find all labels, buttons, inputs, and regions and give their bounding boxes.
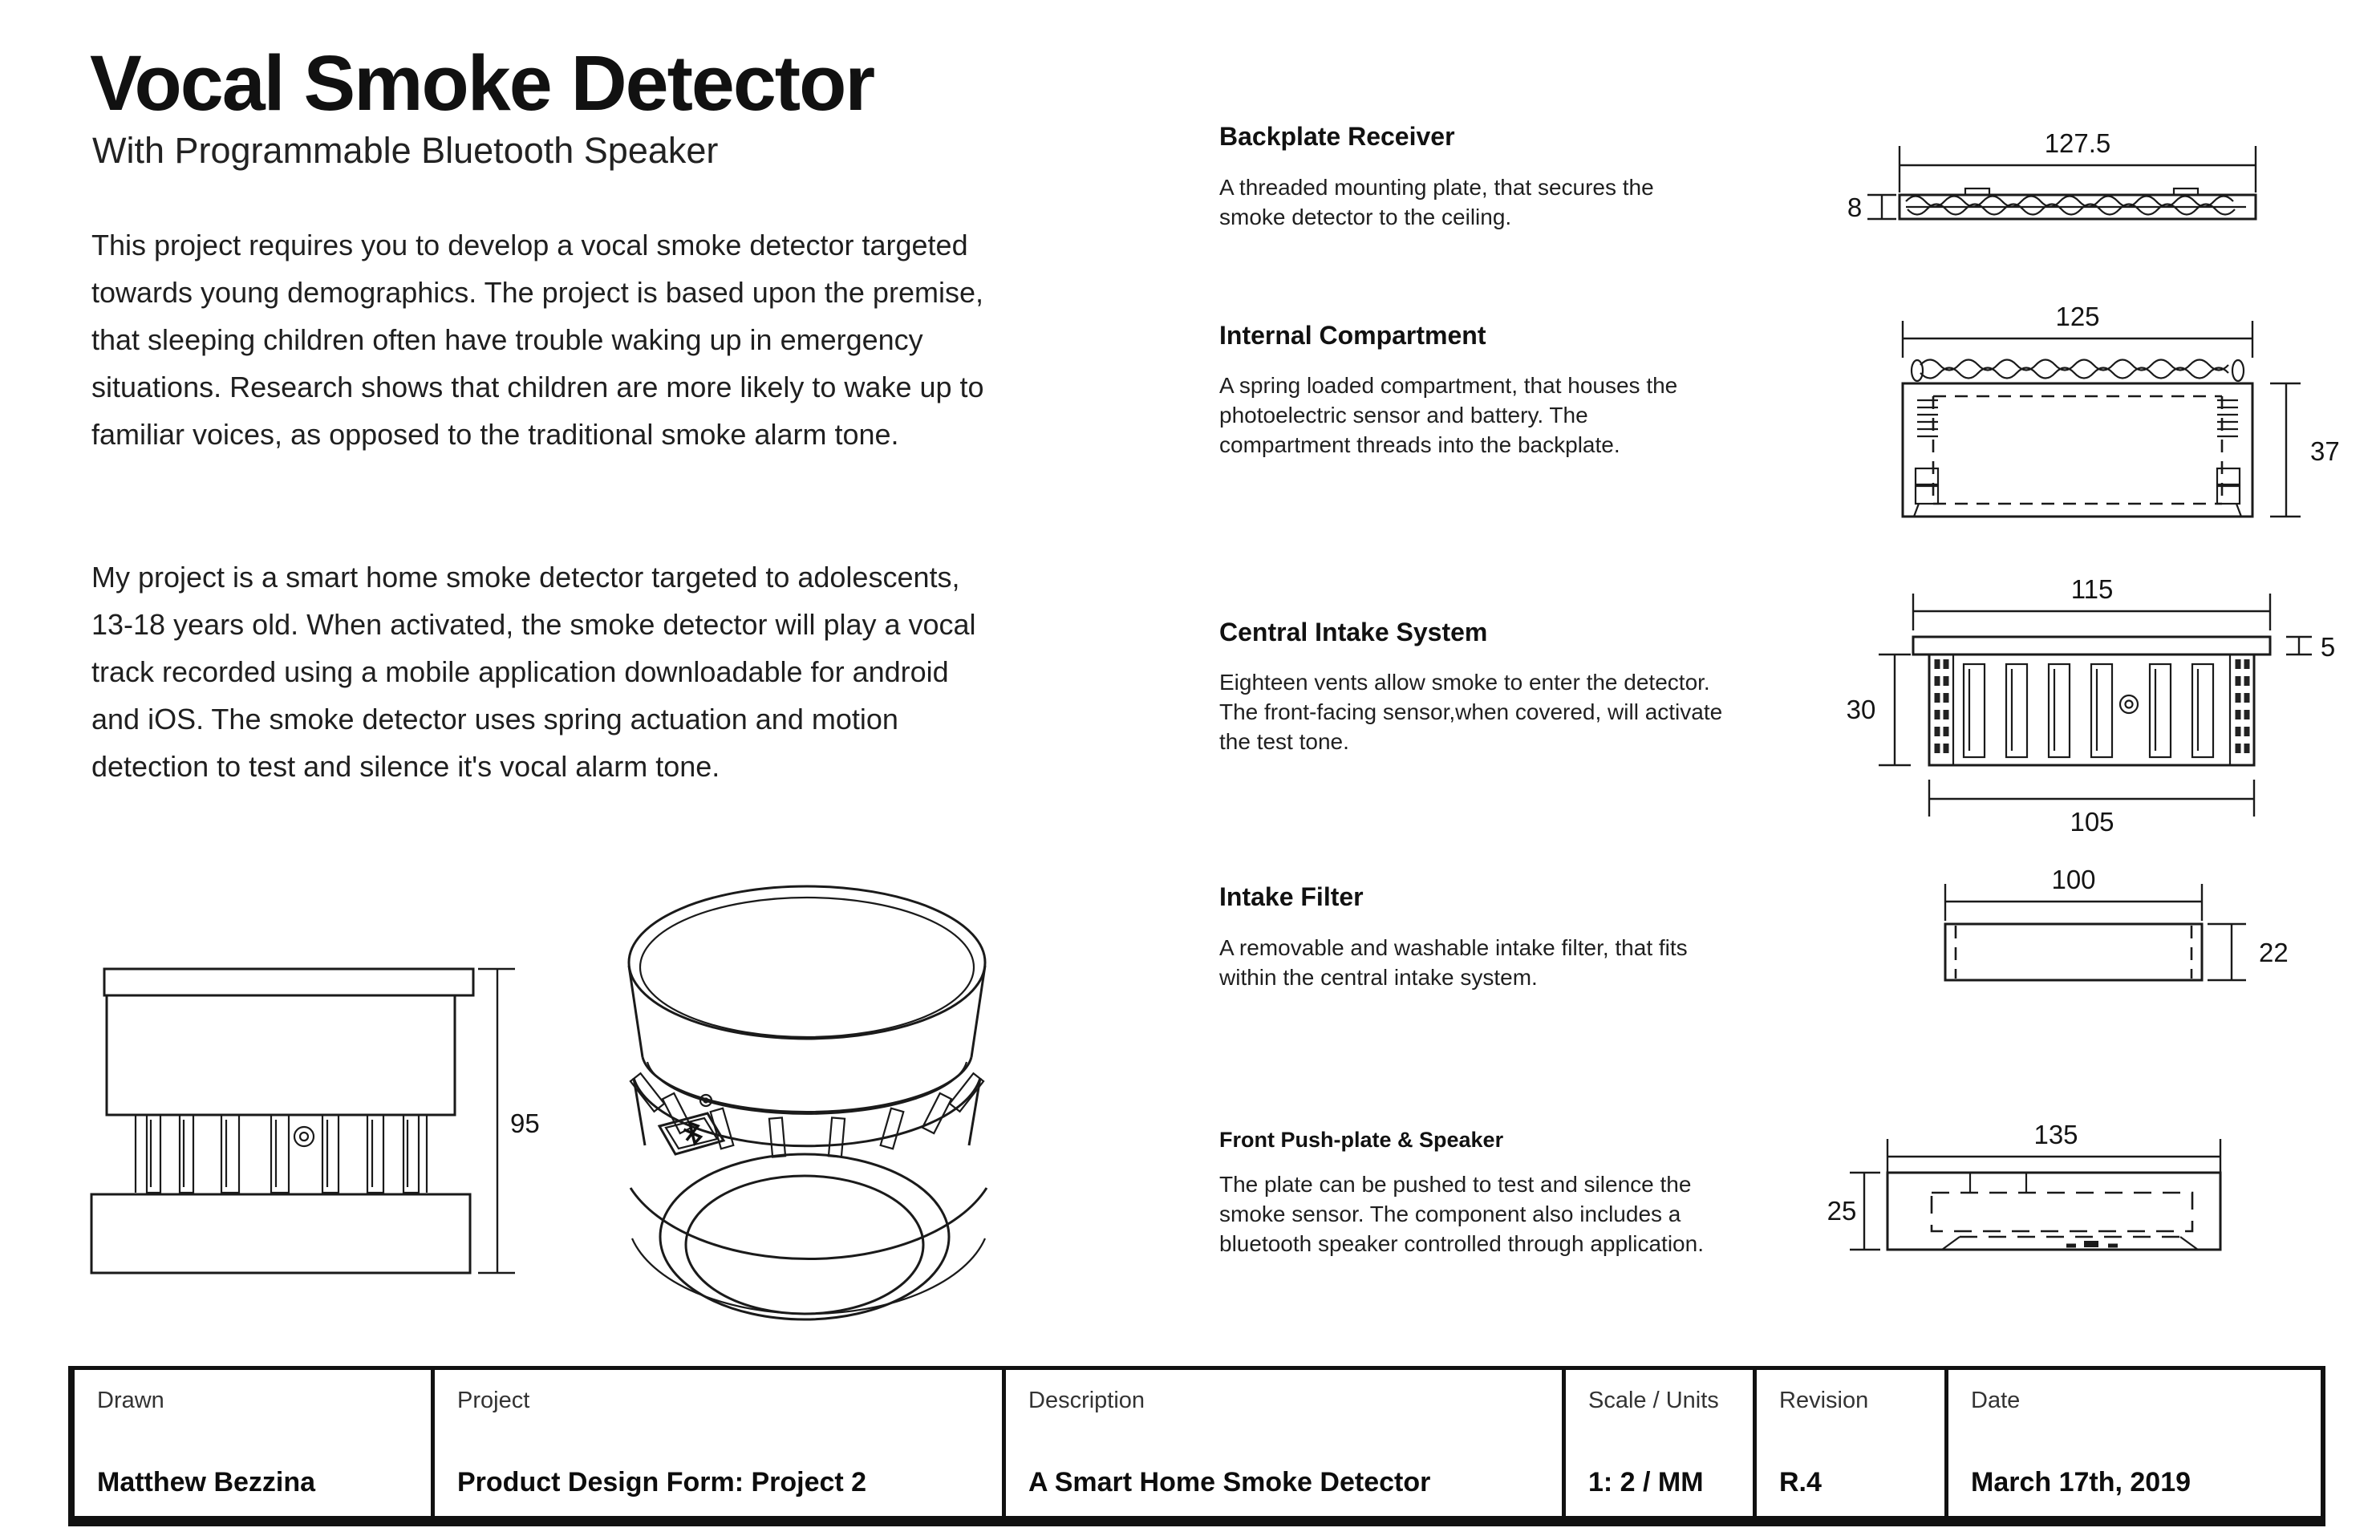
intake-vents xyxy=(1962,663,2215,759)
dimension-127-5: 127.5 xyxy=(1898,128,2257,192)
svg-text:135: 135 xyxy=(2033,1120,2078,1149)
dimension-135: 135 xyxy=(1886,1120,2222,1176)
iso-sensor-detail xyxy=(699,1093,713,1108)
svg-text:22: 22 xyxy=(2259,938,2289,967)
svg-text:127.5: 127.5 xyxy=(2045,128,2111,158)
title-block: Drawn Matthew Bezzina Project Product De… xyxy=(68,1366,2325,1526)
component-4-description: A removable and washable intake filter, … xyxy=(1219,935,1688,990)
dimension-95: 95 xyxy=(478,967,540,1275)
intro-paragraph-2: My project is a smart home smoke detecto… xyxy=(91,561,976,783)
cell-label: Drawn xyxy=(97,1388,164,1413)
iso-vents xyxy=(629,1072,985,1158)
svg-text:105: 105 xyxy=(2070,807,2114,837)
component-1-description: A threaded mounting plate, that secures … xyxy=(1219,175,1654,229)
spring-hatch-right xyxy=(2217,399,2238,438)
dimension-5: 5 xyxy=(2286,632,2335,662)
component-3-name: Central Intake System xyxy=(1219,618,1488,646)
front-pushplate-drawing: 135 25 xyxy=(1827,1120,2222,1251)
bluetooth-plate xyxy=(657,1112,726,1156)
cell-value: R.4 xyxy=(1779,1467,1822,1497)
backplate-receiver-drawing: 127.5 8 xyxy=(1847,128,2257,222)
svg-text:37: 37 xyxy=(2310,436,2340,466)
title-block-cell-date: Date March 17th, 2019 xyxy=(1948,1370,2321,1516)
sensor-detail xyxy=(293,1125,315,1148)
dimension-25: 25 xyxy=(1827,1171,1880,1251)
side-view-vents xyxy=(145,1113,420,1194)
title-block-cell-description: Description A Smart Home Smoke Detector xyxy=(1006,1370,1566,1516)
title-block-cell-project: Project Product Design Form: Project 2 xyxy=(435,1370,1006,1516)
cell-value: Matthew Bezzina xyxy=(97,1467,316,1497)
cell-value: March 17th, 2019 xyxy=(1971,1467,2191,1497)
dimension-100: 100 xyxy=(1944,865,2204,921)
cell-value: Product Design Form: Project 2 xyxy=(457,1467,867,1497)
title-block-cell-drawn: Drawn Matthew Bezzina xyxy=(75,1370,435,1516)
cell-value: 1: 2 / MM xyxy=(1588,1467,1704,1497)
title-block-cell-scale-units: Scale / Units 1: 2 / MM xyxy=(1566,1370,1757,1516)
svg-text:8: 8 xyxy=(1847,192,1862,222)
dimension-22: 22 xyxy=(2208,922,2289,982)
intro-paragraph-1: This project requires you to develop a v… xyxy=(91,229,984,451)
svg-text:100: 100 xyxy=(2051,865,2095,894)
bluetooth-icon xyxy=(683,1121,703,1146)
component-1-name: Backplate Receiver xyxy=(1219,122,1455,151)
component-5-name: Front Push-plate & Speaker xyxy=(1219,1128,1504,1152)
spring-hatch-left xyxy=(1917,399,1938,438)
dimension-115: 115 xyxy=(1912,574,2272,630)
component-5-description: The plate can be pushed to test and sile… xyxy=(1219,1172,1704,1256)
page-title: Vocal Smoke Detector xyxy=(90,39,875,127)
dimension-8: 8 xyxy=(1847,192,1896,222)
component-2-description: A spring loaded compartment, that houses… xyxy=(1219,373,1678,457)
intake-filter-drawing: 100 22 xyxy=(1944,865,2289,982)
front-sensor-detail xyxy=(2118,694,2139,715)
cell-label: Date xyxy=(1971,1388,2021,1413)
dimension-125: 125 xyxy=(1901,302,2254,358)
svg-text:25: 25 xyxy=(1827,1196,1857,1226)
svg-text:125: 125 xyxy=(2055,302,2099,331)
component-4-name: Intake Filter xyxy=(1219,882,1364,911)
component-3-description: Eighteen vents allow smoke to enter the … xyxy=(1219,670,1723,754)
title-block-cell-revision: Revision R.4 xyxy=(1757,1370,1948,1516)
cell-label: Scale / Units xyxy=(1588,1388,1719,1413)
page-subtitle: With Programmable Bluetooth Speaker xyxy=(92,130,719,171)
cell-label: Project xyxy=(457,1388,530,1413)
cell-label: Description xyxy=(1028,1388,1145,1413)
internal-compartment-drawing: 125 37 xyxy=(1901,302,2340,518)
svg-text:30: 30 xyxy=(1847,695,1876,724)
svg-text:95: 95 xyxy=(510,1108,540,1138)
isometric-drawing xyxy=(627,885,988,1321)
dimension-37: 37 xyxy=(2270,382,2340,518)
cell-label: Revision xyxy=(1779,1388,1869,1413)
side-elevation-drawing: 95 xyxy=(90,967,540,1275)
svg-text:5: 5 xyxy=(2321,632,2335,662)
dimension-105: 105 xyxy=(1928,780,2256,837)
svg-text:115: 115 xyxy=(2071,574,2114,604)
dimension-30: 30 xyxy=(1847,653,1911,767)
component-2-name: Internal Compartment xyxy=(1219,321,1486,350)
central-intake-drawing: 115 5 30 105 xyxy=(1847,574,2336,837)
cell-value: A Smart Home Smoke Detector xyxy=(1028,1467,1431,1497)
